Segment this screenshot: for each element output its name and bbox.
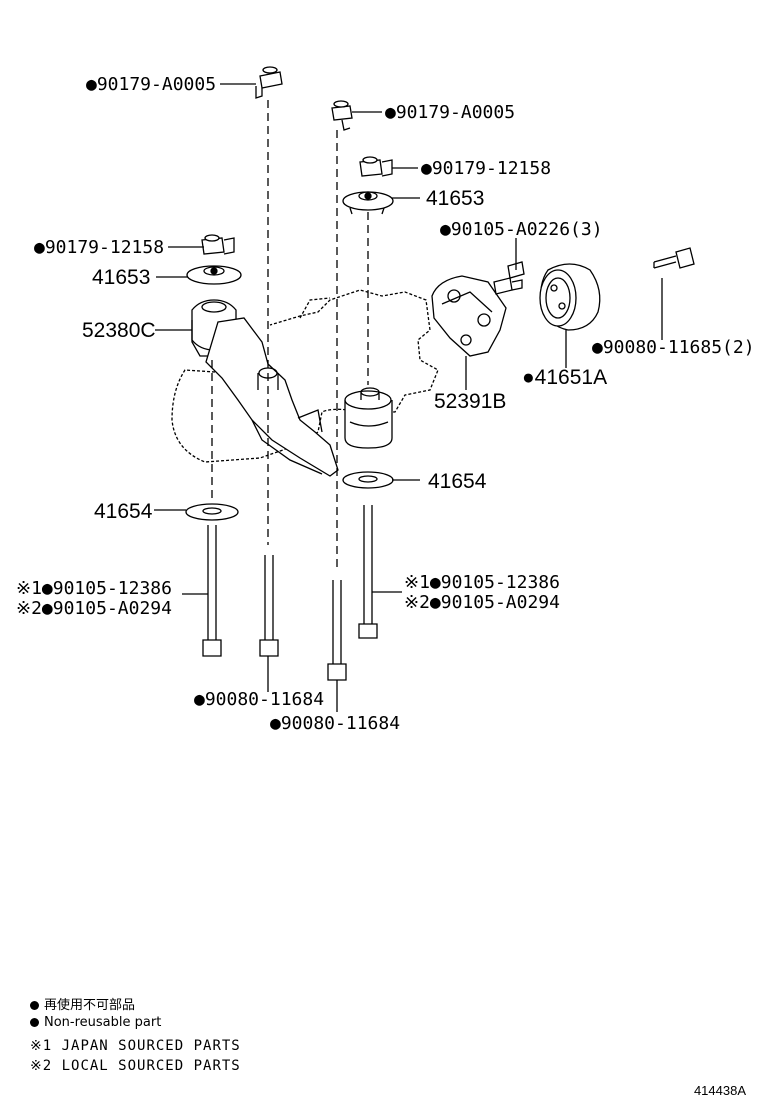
legend-en-text: Non-reusable part — [44, 1015, 162, 1030]
bolt-right-long-shape — [358, 505, 378, 639]
bracket-52380c-shape — [191, 299, 339, 477]
label-bracket-52391b: 52391B — [434, 390, 506, 413]
label-bolt-left-jp: ※1●90105-12386 — [16, 578, 172, 599]
label-bolt-center-left: ●90080-11684 — [194, 689, 324, 710]
label-bracket-52380c: 52380C — [82, 319, 156, 342]
insulator-41653-right-shape — [342, 191, 394, 215]
label-insulator-right-top: 41653 — [426, 187, 484, 210]
insulator-41653-left-shape — [186, 265, 242, 285]
label-clip-left: ●90179-12158 — [34, 237, 164, 258]
label-bolt-mount-2: ●90080-11685(2) — [592, 337, 755, 358]
bullet-icon — [30, 1018, 39, 1027]
label-clip-right: ●90179-12158 — [421, 158, 551, 179]
diagram-code: 414438A — [693, 1083, 746, 1098]
label-mount-41651a: ●41651A — [522, 366, 607, 389]
label-bolt-left-local: ※2●90105-A0294 — [16, 598, 172, 619]
stopper-41654-left-shape — [185, 503, 239, 521]
label-clip-top-right: ●90179-A0005 — [385, 102, 515, 123]
label-bolt-bracket: ●90105-A0226(3) — [440, 219, 603, 240]
bolt-center-left-shape — [259, 555, 279, 657]
label-bolt-right-jp: ※1●90105-12386 — [404, 572, 560, 593]
clip-top-left-shape — [255, 66, 283, 99]
bolt-left-long-shape — [202, 525, 222, 657]
label-bolt-right-local: ※2●90105-A0294 — [404, 592, 560, 613]
label-stopper-right: 41654 — [428, 470, 487, 493]
label-insulator-left-top: 41653 — [92, 266, 150, 289]
legend-note-1: ※1 JAPAN SOURCED PARTS — [30, 1038, 241, 1054]
label-stopper-left: 41654 — [94, 500, 153, 523]
right-mount-cylinder — [344, 387, 393, 449]
bolt-center-right-shape — [327, 580, 347, 681]
clip-top-right-shape — [331, 100, 353, 131]
bullet-icon — [30, 1001, 39, 1010]
legend-note-2: ※2 LOCAL SOURCED PARTS — [30, 1058, 241, 1074]
bolt-90080-11685-shape — [653, 247, 695, 269]
bracket-52391b-shape — [431, 275, 507, 357]
clip-right-shape — [359, 156, 393, 177]
legend-nonreusable-en: Non-reusable part — [30, 1015, 161, 1031]
label-bolt-center-right: ●90080-11684 — [270, 713, 400, 734]
bolt-90105-a0226-shape — [493, 261, 525, 295]
mount-41651a-shape — [539, 263, 601, 331]
clip-left-shape — [201, 234, 235, 255]
label-clip-top-left: ●90179-A0005 — [86, 74, 216, 95]
legend-nonreusable-jp: 再使用不可部品 — [30, 998, 135, 1014]
subframe-outline — [171, 289, 439, 463]
legend-jp-text: 再使用不可部品 — [44, 998, 136, 1013]
stopper-41654-right-shape — [342, 471, 394, 489]
